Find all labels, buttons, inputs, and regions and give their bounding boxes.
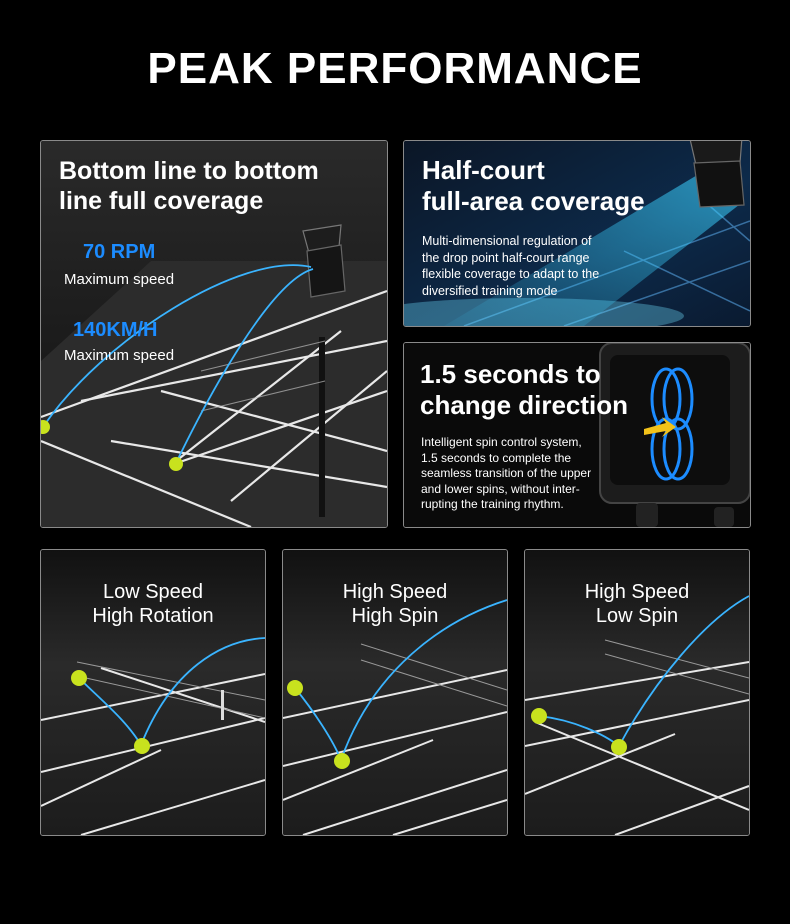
direction-heading-line2: change direction: [420, 389, 629, 420]
direction-desc-line: Intelligent spin control system,: [421, 435, 582, 449]
coverage-court-illustration: [41, 141, 387, 527]
mode-panel-low-speed-high-rotation: Low Speed High Rotation: [40, 549, 266, 836]
mode-panel-high-speed-high-spin: High Speed High Spin: [282, 549, 508, 836]
mode-title-line2: High Spin: [351, 605, 439, 627]
half-court-desc-line: Multi-dimensional regulation of: [422, 234, 592, 248]
half-court-heading-line2: full-area coverage: [422, 185, 645, 216]
spin-mechanism-illustration: [404, 343, 750, 527]
stat-speed-value: 140KM/H: [73, 319, 158, 341]
direction-heading-line1: 1.5 seconds to: [420, 359, 601, 389]
mode-title-line1: Low Speed: [102, 581, 204, 603]
mode-court-illustration: [525, 550, 749, 835]
mode-panel-high-speed-low-spin: High Speed Low Spin: [524, 549, 750, 836]
half-court-panel: Half-court full-area coverage Multi-dime…: [403, 140, 751, 327]
mode-court-illustration: [41, 550, 265, 835]
half-court-desc-line: flexible coverage to adapt to the: [422, 267, 600, 281]
page-title: PEAK PERFORMANCE: [147, 44, 643, 93]
direction-desc-line: and lower spins, without inter-: [421, 481, 580, 496]
coverage-panel: Bottom line to bottom line full coverage…: [40, 140, 388, 528]
ball-machine-icon: [689, 141, 745, 208]
direction-desc-line: 1.5 seconds to complete the: [421, 450, 572, 465]
stat-speed-label: Maximum speed: [64, 347, 175, 364]
stat-rpm-value: 70 RPM: [83, 241, 156, 263]
coverage-heading-line1: Bottom line to bottom: [59, 157, 319, 185]
mode-title-line2: Low Spin: [595, 605, 679, 627]
half-court-illustration: [404, 141, 750, 326]
stat-rpm-label: Maximum speed: [64, 271, 175, 288]
mode-title-line2: High Rotation: [92, 605, 214, 627]
half-court-desc-line: diversified training mode: [422, 283, 558, 298]
coverage-heading-line2: line full coverage: [59, 186, 264, 215]
mode-court-illustration: [283, 550, 507, 835]
mode-title-line1: High Speed: [342, 581, 448, 603]
half-court-heading-line1: Half-court: [422, 155, 545, 185]
direction-panel: 1.5 seconds to change direction Intellig…: [403, 342, 751, 528]
mode-title-line1: High Speed: [584, 581, 690, 603]
ball-machine-icon: [302, 224, 346, 298]
half-court-desc-line: the drop point half-court range: [422, 250, 590, 265]
direction-desc-line: seamless transition of the upper: [421, 466, 592, 480]
direction-desc-line: rupting the training rhythm.: [421, 497, 564, 511]
